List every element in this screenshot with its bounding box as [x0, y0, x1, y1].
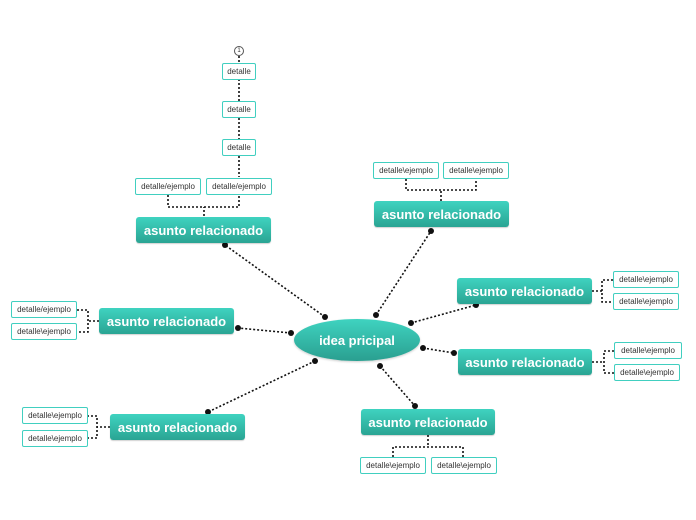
connector-central-topic-1 — [224, 244, 326, 318]
topic-5-detail-2[interactable]: detalle\ejemplo — [431, 457, 497, 474]
connector-central-topic-3 — [410, 304, 477, 324]
connector-dot — [288, 330, 294, 336]
connector-topic-2-details — [405, 179, 477, 201]
connector-dot — [412, 403, 418, 409]
connector-central-topic-7 — [237, 327, 292, 334]
connector-topic-4-details — [592, 350, 614, 374]
topic-2-detail-2[interactable]: detalle\ejemplo — [443, 162, 509, 179]
connector-central-topic-5 — [379, 365, 416, 407]
connector-dot — [312, 358, 318, 364]
topic-5[interactable]: asunto relacionado — [361, 409, 495, 435]
connector-dot — [373, 312, 379, 318]
topic-7-detail-2[interactable]: detalle\ejemplo — [11, 323, 77, 340]
connector-dot — [420, 345, 426, 351]
connector-dot — [408, 320, 414, 326]
chain-detail-2[interactable]: detalle — [222, 101, 256, 118]
connector-central-topic-4 — [422, 347, 455, 354]
topic-6[interactable]: asunto relacionado — [110, 414, 245, 440]
connector-dot — [322, 314, 328, 320]
topic-1-detail-1[interactable]: detalle/ejemplo — [135, 178, 201, 195]
topic-2-detail-1[interactable]: detalle\ejemplo — [373, 162, 439, 179]
topic-6-detail-1[interactable]: detalle\ejemplo — [22, 407, 88, 424]
topic-3-detail-1[interactable]: detalle\ejemplo — [613, 271, 679, 288]
topic-5-detail-1[interactable]: detalle\ejemplo — [360, 457, 426, 474]
connector-topic-1-details — [167, 195, 240, 216]
topic-1[interactable]: asunto relacionado — [136, 217, 271, 243]
connector-dot — [205, 409, 211, 415]
topic-4-detail-2[interactable]: detalle\ejemplo — [614, 364, 680, 381]
connector-dot — [451, 350, 457, 356]
chain-detail-3[interactable]: detalle — [222, 139, 256, 156]
connector-dot — [235, 325, 241, 331]
topic-2[interactable]: asunto relacionado — [374, 201, 509, 227]
connector-dot — [428, 228, 434, 234]
topic-3[interactable]: asunto relacionado — [457, 278, 592, 304]
topic-4[interactable]: asunto relacionado — [458, 349, 592, 375]
chain-detail-1[interactable]: detalle — [222, 63, 256, 80]
connector-dot — [222, 242, 228, 248]
topic-3-detail-2[interactable]: detalle\ejemplo — [613, 293, 679, 310]
connector-dot — [377, 363, 383, 369]
connector-central-topic-2 — [375, 230, 432, 316]
topic-6-detail-2[interactable]: detalle\ejemplo — [22, 430, 88, 447]
connector-topic-7-details — [77, 309, 99, 333]
topic-1-detail-2[interactable]: detalle/ejemplo — [206, 178, 272, 195]
connector-topic-6-details — [87, 415, 110, 439]
topic-4-detail-1[interactable]: detalle\ejemplo — [614, 342, 682, 359]
topic-7[interactable]: asunto relacionado — [99, 308, 234, 334]
central-idea[interactable]: idea pricipal — [294, 319, 420, 361]
collapse-count-badge[interactable]: 1 — [234, 46, 244, 56]
connector-topic-3-details — [592, 279, 613, 303]
connector-central-topic-6 — [207, 360, 316, 413]
topic-7-detail-1[interactable]: detalle/ejemplo — [11, 301, 77, 318]
connector-topic-5-details — [392, 435, 464, 457]
